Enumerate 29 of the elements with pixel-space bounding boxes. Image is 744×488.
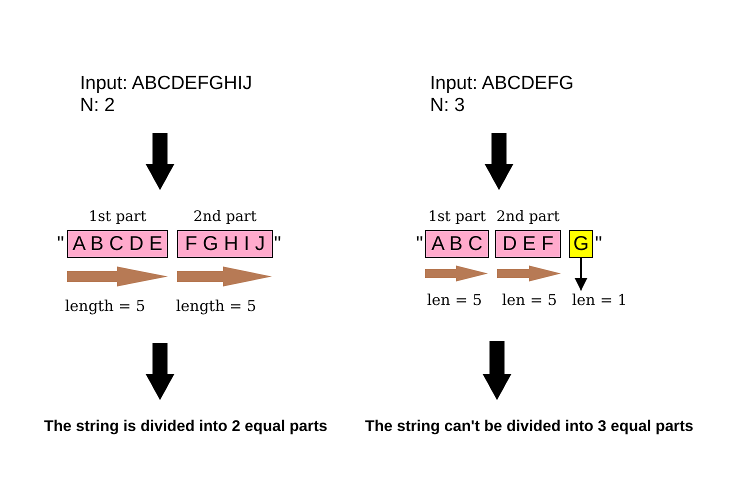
string-segment: G: [569, 230, 593, 258]
part-heading: 1st part: [428, 208, 486, 226]
block-arrow: [482, 341, 512, 400]
quote-mark: ": [416, 232, 424, 257]
n-value-text: N: 3: [430, 95, 465, 117]
string-segment: A B C D E: [67, 230, 168, 258]
block-arrow: [146, 343, 174, 400]
result-text: The string can't be divided into 3 equal parts: [365, 418, 694, 436]
string-segment: A B C: [425, 230, 489, 258]
string-segment: D E F: [495, 230, 561, 258]
input-string-text: Input: ABCDEFGHIJ: [80, 73, 252, 95]
length-label: len = 5: [502, 291, 557, 309]
quote-mark: ": [57, 232, 64, 257]
part-heading: 2nd part: [496, 208, 560, 226]
block-arrow: [484, 133, 514, 190]
input-string-text: Input: ABCDEFG: [430, 73, 574, 95]
string-segment: F G H I J: [177, 230, 273, 258]
n-value-text: N: 2: [80, 95, 115, 117]
length-label: len = 5: [427, 291, 482, 309]
part-heading: 1st part: [88, 208, 146, 226]
arrow: [574, 258, 588, 291]
quote-mark: ": [274, 232, 282, 257]
part-heading: 2nd part: [193, 208, 257, 226]
quote-mark: ": [595, 232, 602, 257]
length-label: length = 5: [176, 297, 256, 315]
length-label: length = 5: [65, 297, 146, 315]
length-label: len = 1: [572, 291, 627, 309]
block-arrow: [146, 133, 174, 190]
result-text: The string is divided into 2 equal parts: [44, 418, 328, 436]
